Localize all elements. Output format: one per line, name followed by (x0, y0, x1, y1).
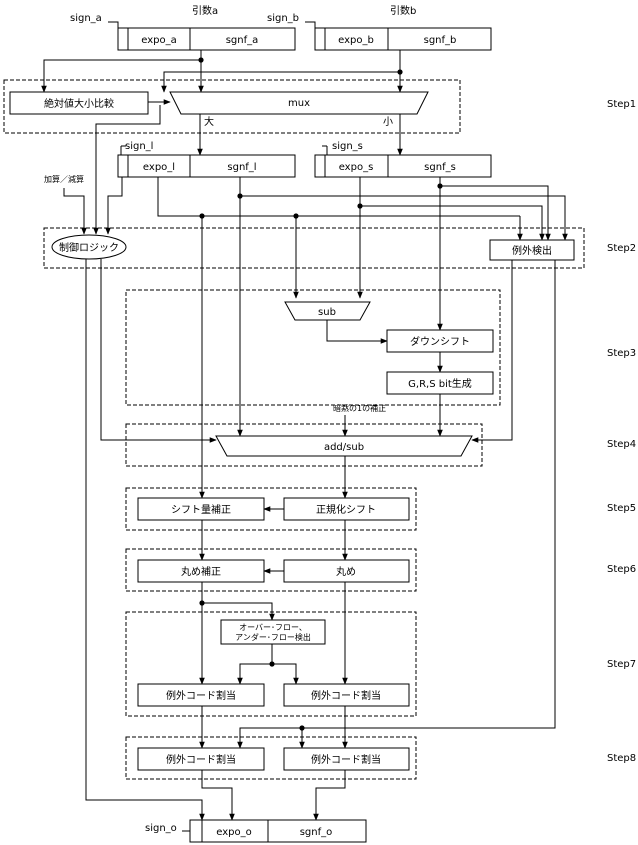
step4-label: Step4 (607, 439, 636, 450)
mux-small-label: 小 (383, 116, 393, 128)
step5-label: Step5 (607, 503, 636, 514)
sign-s-label: sign_s (332, 141, 363, 152)
reg-b (314, 27, 492, 51)
reg-large (117, 154, 296, 178)
step6-label: Step6 (607, 564, 636, 575)
step8-label: Step8 (607, 753, 636, 764)
step8-region (125, 736, 417, 780)
arg-a-title: 引数a (192, 4, 218, 17)
reg-small (314, 154, 492, 178)
sub-trapezoid (284, 301, 371, 321)
step2-label: Step2 (607, 243, 636, 254)
sign-a-label: sign_a (70, 13, 102, 24)
control-logic-label: 制御ロジック (59, 241, 119, 254)
step2-region (43, 227, 585, 269)
sgnf-o-field: sgnf_o (300, 827, 333, 838)
exc-code-step7-left-label: 例外コード割当 (166, 689, 236, 702)
step7-region (125, 611, 417, 717)
expo-b-field: expo_b (338, 35, 374, 46)
exc-code-step8-right-label: 例外コード割当 (311, 753, 381, 766)
abs-compare-box (9, 91, 149, 115)
step7-label: Step7 (607, 659, 636, 670)
sgnf-l-field: sgnf_l (227, 162, 256, 173)
expo-s-field: expo_s (339, 162, 374, 173)
expo-l-field: expo_l (143, 162, 175, 173)
step1-label: Step1 (607, 99, 636, 110)
mux-label: mux (288, 98, 310, 109)
exc-code-step7-right-box (283, 683, 410, 707)
step5-region (125, 487, 417, 531)
addsub-input-label: 加算／減算 (44, 174, 84, 184)
step3-region (125, 289, 501, 406)
arg-b-title: 引数b (390, 4, 416, 17)
addsub-trapezoid (215, 435, 473, 457)
round-label: 丸め (336, 565, 356, 578)
sgnf-a-field: sgnf_a (226, 35, 259, 46)
overflow-detect-line1: オーバー･フロー、 (239, 623, 307, 632)
step3-label: Step3 (607, 348, 636, 359)
step1-region (3, 79, 461, 134)
step4-region (125, 423, 483, 467)
sub-label: sub (318, 307, 336, 318)
exception-detect-label: 例外検出 (512, 244, 552, 257)
exc-code-step8-left-box (137, 747, 265, 771)
round-adjust-label: 丸め補正 (181, 565, 221, 578)
sgnf-b-field: sgnf_b (424, 35, 457, 46)
mux-large-label: 大 (204, 115, 214, 128)
normalize-shift-label: 正規化シフト (316, 503, 376, 516)
downshift-label: ダウンシフト (410, 335, 470, 348)
shift-adjust-label: シフト量補正 (171, 503, 231, 516)
exception-detect-box (489, 239, 575, 261)
expo-a-field: expo_a (141, 35, 177, 46)
step6-region (125, 548, 417, 592)
sign-o-label: sign_o (145, 823, 177, 834)
exc-code-step7-left-box (137, 683, 265, 707)
exc-code-step8-right-box (283, 747, 410, 771)
sgnf-s-field: sgnf_s (424, 162, 456, 173)
overflow-detect-box (220, 619, 326, 645)
mux-trapezoid (169, 91, 429, 115)
implicit-one-label: 暗黙の1の補正 (333, 403, 386, 413)
grs-label: G,R,S bit生成 (408, 377, 472, 390)
overflow-detect-line2: アンダー･フロー検出 (235, 632, 311, 642)
reg-output (189, 819, 367, 843)
sign-l-label: sign_l (125, 141, 153, 152)
exc-code-step7-right-label: 例外コード割当 (311, 689, 381, 702)
exc-code-step8-left-label: 例外コード割当 (166, 753, 236, 766)
abs-compare-label: 絶対値大小比較 (44, 97, 114, 110)
sign-b-label: sign_b (267, 13, 299, 24)
sign-a-tick (108, 21, 119, 28)
addsub-label: add/sub (324, 442, 364, 453)
reg-a (117, 27, 296, 51)
control-logic-ellipse (51, 234, 127, 260)
expo-o-field: expo_o (216, 827, 251, 838)
sign-b-tick (305, 21, 316, 28)
